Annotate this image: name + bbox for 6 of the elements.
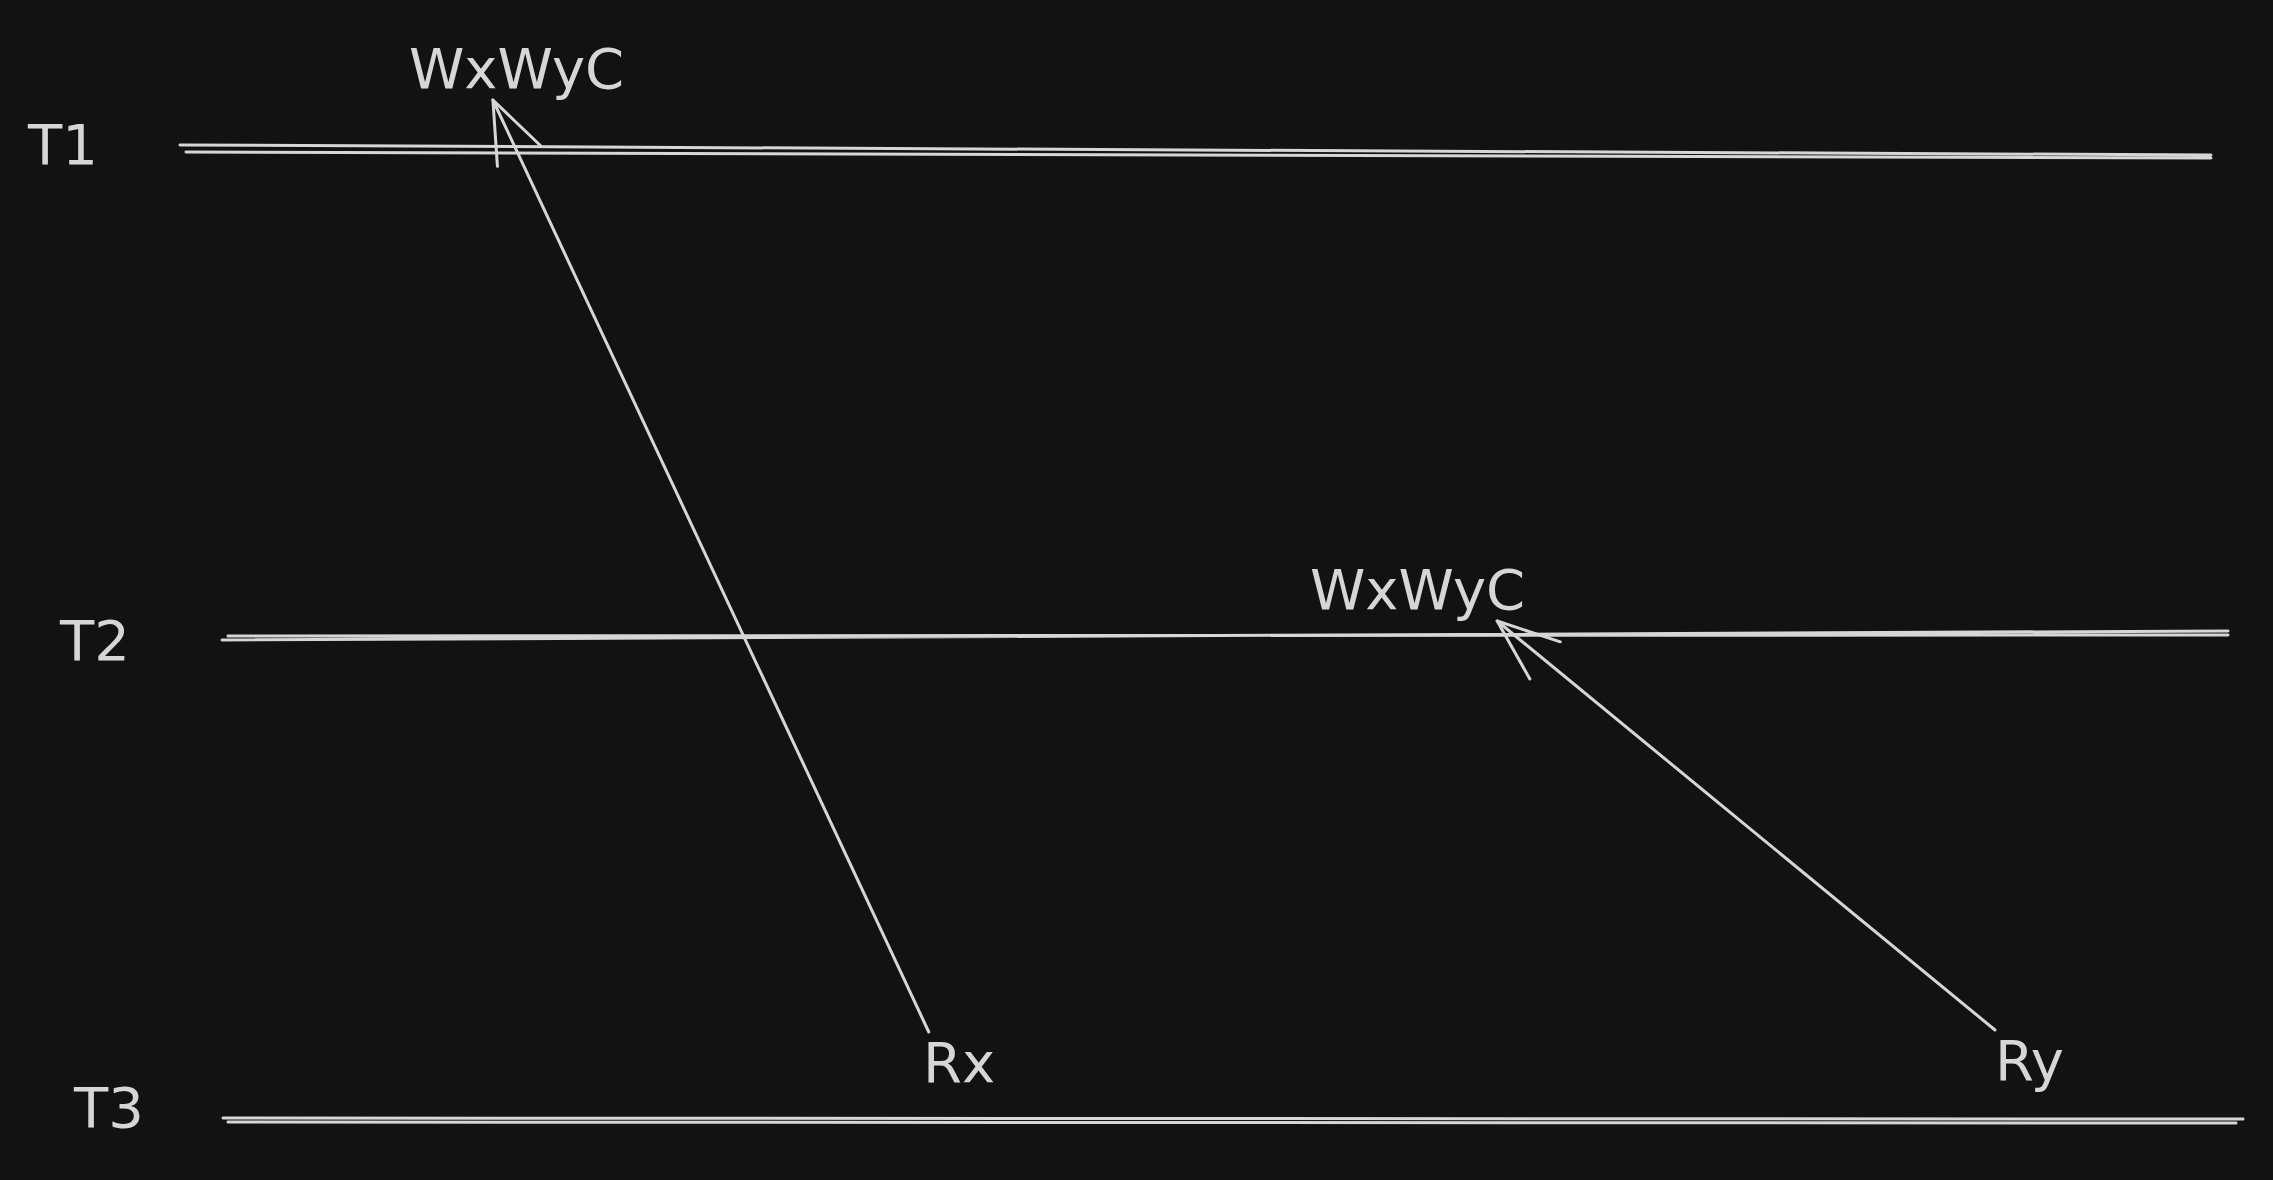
- timeline-label: T2: [60, 613, 130, 669]
- timeline-label: T3: [74, 1080, 144, 1136]
- timeline-label: T1: [28, 117, 98, 173]
- event-label: Rx: [923, 1035, 996, 1091]
- arrow: [491, 98, 931, 1034]
- arrow: [1495, 619, 1997, 1032]
